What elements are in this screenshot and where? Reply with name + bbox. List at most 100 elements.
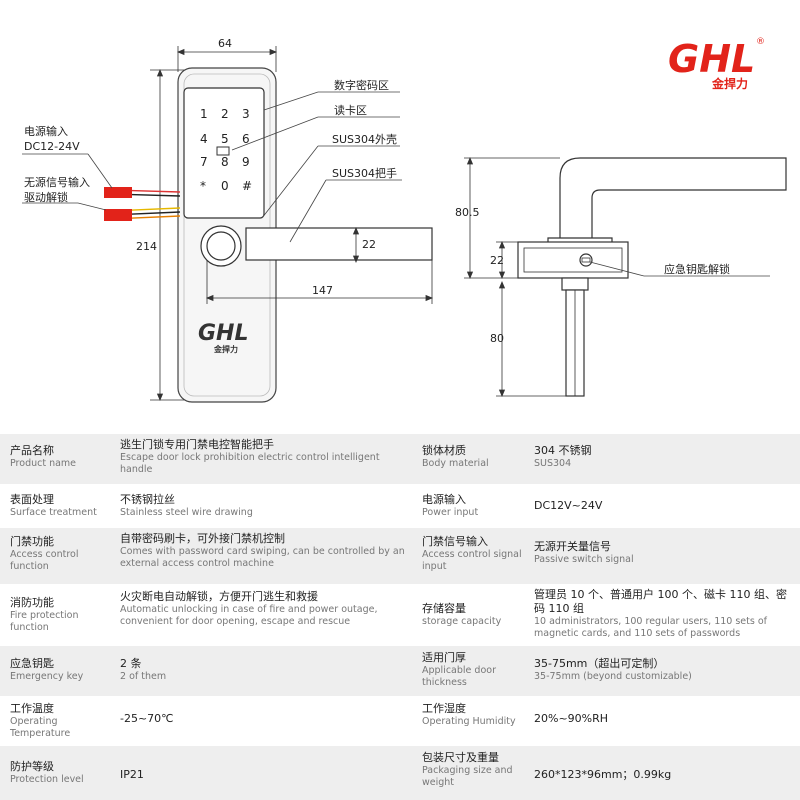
callout-handle: SUS304把手 [332,166,397,180]
spec-label: 存储容量 storage capacity [422,602,532,628]
spec-label-zh: 电源输入 [422,493,466,506]
spec-label: 表面处理 Surface treatment [10,493,115,519]
plate-logo: GHL [198,321,249,346]
callout-emergency-key: 应急钥匙解锁 [664,262,730,276]
dim-handle-length-label: 147 [312,284,333,297]
lock-technical-drawing: GHL ® 金捍力 64 214 1 2 3 4 5 6 7 8 9 [22,37,787,403]
emergency-key-callout-line [589,261,770,277]
spec-value-zh: 20%~90%RH [534,712,609,725]
spec-label-en: Applicable door thickness [422,665,496,688]
spec-value-zh: -25~70℃ [120,712,174,725]
signal-connector [104,209,132,221]
plate-logo-sub: 金捍力 [213,344,238,354]
spec-label-en: Protection level [10,774,84,785]
spec-row: 表面处理 Surface treatment 不锈钢拉丝 Stainless s… [0,484,800,528]
callout-power-input: 电源输入 [24,124,68,138]
spec-value: 火灾断电自动解锁，方便开门逃生和救援 Automatic unlocking i… [120,590,410,627]
key-9: 9 [242,155,250,169]
callout-shell: SUS304外壳 [332,132,397,146]
spec-label: 应急钥匙 Emergency key [10,657,115,683]
spec-label-en: Packaging size and weight [422,765,513,788]
spec-label-zh: 门禁信号输入 [422,535,488,548]
spec-label-en: Access control signal input [422,549,522,572]
brand-registered-mark: ® [756,37,765,47]
spec-table: 产品名称 Product name 逃生门锁专用门禁电控智能把手 Escape … [0,434,800,800]
spec-value-zh: 2 条 [120,657,142,670]
spec-label-en: Power input [422,507,479,518]
spec-label: 工作温度 Operating Temperature [10,702,115,739]
right-callout-lines [231,91,402,243]
keypad-keys: 1 2 3 4 5 6 7 8 9 * 0 # [200,107,252,193]
spec-label: 适用门厚 Applicable door thickness [422,651,532,688]
spec-label-zh: 包装尺寸及重量 [422,751,499,764]
spec-row: 防护等级 Protection level IP21 包装尺寸及重量 Packa… [0,746,800,800]
spec-label-zh: 产品名称 [10,444,54,457]
spec-value-zh: 火灾断电自动解锁，方便开门逃生和救援 [120,590,318,603]
spec-label-zh: 锁体材质 [422,444,466,457]
dim-side-22 [496,240,518,280]
spec-value-en: Comes with password card swiping, can be… [120,546,405,569]
spec-value: IP21 [120,768,410,782]
spec-label-en: Access control function [10,549,79,572]
spec-label-zh: 适用门厚 [422,651,466,664]
spec-value-en: 2 of them [120,671,167,682]
spec-value-zh: 35-75mm（超出可定制） [534,657,665,670]
dim-side-80 [496,280,566,398]
spec-label: 门禁功能 Access control function [10,535,115,572]
callout-power-voltage: DC12-24V [24,140,80,153]
spec-label: 消防功能 Fire protection function [10,596,115,633]
spec-value: 304 不锈钢 SUS304 [534,444,796,470]
spec-value-zh: 自带密码刷卡，可外接门禁机控制 [120,532,285,545]
brand-logo-text: GHL [668,37,755,81]
callout-signal-input: 无源信号输入 [24,175,90,189]
key-5: 5 [221,132,229,146]
spec-value: 无源开关量信号 Passive switch signal [534,540,796,566]
key-7: 7 [200,155,208,169]
spec-label: 锁体材质 Body material [422,444,532,470]
spec-label-en: Operating Humidity [422,716,516,727]
spec-value-zh: 不锈钢拉丝 [120,493,175,506]
spec-label: 工作湿度 Operating Humidity [422,702,532,728]
spec-row: 工作温度 Operating Temperature -25~70℃ 工作湿度 … [0,696,800,746]
spec-value: 不锈钢拉丝 Stainless steel wire drawing [120,493,410,519]
spec-value: 260*123*96mm；0.99kg [534,768,796,782]
spec-label-zh: 消防功能 [10,596,54,609]
key-6: 6 [242,132,250,146]
spec-value-en: SUS304 [534,458,572,469]
left-callout-lines [22,153,113,211]
spec-label-zh: 表面处理 [10,493,54,506]
spec-value-zh: IP21 [120,768,144,781]
lock-side-view [517,157,787,397]
spec-label-en: Emergency key [10,671,84,682]
spec-label-en: storage capacity [422,616,502,627]
spec-label-zh: 防护等级 [10,760,54,773]
spec-row: 门禁功能 Access control function 自带密码刷卡，可外接门… [0,528,800,584]
dim-height-label: 214 [136,240,157,253]
key-8: 8 [221,155,229,169]
spec-label-en: Fire protection function [10,610,79,633]
spec-label-en: Product name [10,458,77,469]
dim-handle-height-label: 22 [362,238,376,251]
spec-label-zh: 工作温度 [10,702,54,715]
spec-label: 防护等级 Protection level [10,760,115,786]
key-2: 2 [221,107,229,121]
callout-keypad-area: 数字密码区 [334,78,389,92]
dim-handle-22 [352,226,360,264]
spec-value: 2 条 2 of them [120,657,410,683]
card-reader-icon [216,146,230,156]
key-star: * [200,179,206,193]
spec-value: 35-75mm（超出可定制） 35-75mm (beyond customiza… [534,657,796,683]
brand-chinese-name: 金捍力 [711,76,748,91]
spec-label-en: Body material [422,458,489,469]
spec-label-zh: 存储容量 [422,602,466,615]
spec-value-zh: DC12V~24V [534,499,603,512]
callout-signal-unlock: 驱动解锁 [24,190,68,204]
spec-label: 包装尺寸及重量 Packaging size and weight [422,751,532,788]
spec-label-zh: 应急钥匙 [10,657,54,670]
spec-value-zh: 无源开关量信号 [534,540,611,553]
key-4: 4 [200,132,208,146]
spec-value-zh: 304 不锈钢 [534,444,592,457]
spec-row: 产品名称 Product name 逃生门锁专用门禁电控智能把手 Escape … [0,434,800,484]
spec-row: 应急钥匙 Emergency key 2 条 2 of them 适用门厚 Ap… [0,646,800,696]
spec-label-en: Surface treatment [10,507,97,518]
